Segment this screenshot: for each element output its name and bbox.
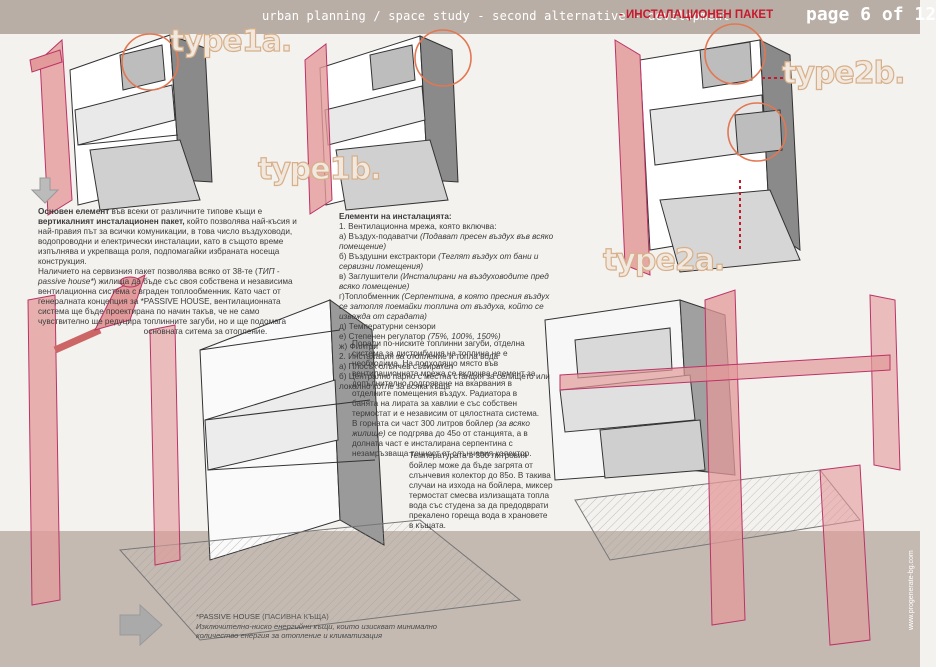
heating-text-2: се подгрява до 45о от станцията, а в дол… — [352, 429, 532, 458]
element-item-note: (75%, 100%, 150%) — [427, 332, 501, 341]
passive-title-bg: (ПАСИВНА КЪЩА) — [260, 612, 329, 621]
intro-text: Основен елемент във всеки от различните … — [38, 207, 303, 337]
passive-house-note: *PASSIVE HOUSE (ПАСИВНА КЪЩА) Изключител… — [196, 612, 456, 641]
passive-text: Изключително-ниско енергийни къщи, които… — [196, 621, 438, 641]
right-arrow-icon — [119, 603, 163, 647]
intro-text-4: ) жилища да бъде със своя собствена и не… — [38, 277, 293, 326]
page-indicator: page 6 of 12 — [806, 4, 936, 25]
element-item: г)Топлобменник (Серпентина, в която прес… — [339, 292, 554, 322]
building-type1a — [29, 34, 213, 216]
element-item: б) Централно парно с местна станция за с… — [339, 372, 554, 392]
installation-elements: Елементи на инсталацията: 1. Вентилацион… — [339, 212, 554, 392]
element-item-text: а) Плосък слънчев събирател — [339, 362, 454, 371]
label-type2b: type2b. — [781, 55, 906, 91]
element-item: д) Температурни сензори — [339, 322, 554, 332]
intro-italic: ТИП - passive house* — [38, 267, 280, 286]
element-item-text: ж) Филтри — [339, 342, 378, 351]
heating-italic: (за всяко жилище) — [352, 419, 530, 438]
element-item: б) Въздушни екстрактори (Теглят въздух о… — [339, 252, 554, 272]
building-passive-house — [118, 298, 522, 641]
element-item-text: б) Въздушни екстрактори — [339, 252, 439, 261]
intro-text-3: Наличието на сервизния пакет позволява в… — [38, 267, 258, 276]
element-item-text: 1. Вентилационна мрежа, която включва: — [339, 222, 497, 231]
down-arrow-icon — [30, 177, 60, 204]
elements-heading: Елементи на инсталацията: — [339, 212, 452, 221]
website-link[interactable]: www.progenerate-bg.com — [908, 550, 915, 630]
intro-bold-1: Основен елемент — [38, 207, 110, 216]
element-item: а) Въздух-подаватчи (Подават пресен възд… — [339, 232, 554, 252]
element-item-note: (Инсталирани на въздуховодите пред всяко… — [339, 272, 549, 291]
highlight-circle — [704, 23, 766, 85]
header-bar: urban planning / space study - second al… — [0, 0, 936, 34]
heating-text: Поради по-ниските топлинни загуби, отдел… — [352, 339, 542, 459]
intro-text-2: който позволява най-късия и най-правия п… — [38, 217, 297, 266]
building-type1b — [304, 35, 459, 215]
highlight-circle — [727, 102, 787, 162]
elements-list: 1. Вентилационна мрежа, която включва:а)… — [339, 222, 554, 392]
intro-bold-2: вертикалният инсталационен пакет, — [38, 217, 185, 226]
duct-pipe-right — [559, 289, 901, 646]
highlight-circle — [414, 29, 472, 87]
element-item-text: е) Степенен регулатор — [339, 332, 428, 341]
building-cutaway — [544, 299, 861, 561]
element-item: ж) Филтри — [339, 342, 554, 352]
heating-text-1: Поради по-ниските топлинни загуби, отдел… — [352, 339, 540, 428]
element-item: е) Степенен регулатор (75%, 100%, 150%) — [339, 332, 554, 342]
duct-pipe-left — [27, 274, 181, 606]
label-type1b: type1b. — [257, 151, 382, 187]
highlight-circle — [121, 33, 179, 91]
element-item-text: а) Въздух-подаватчи — [339, 232, 421, 241]
element-item: а) Плосък слънчев събирател — [339, 362, 554, 372]
element-item-text: в) Заглушители — [339, 272, 401, 281]
label-type2a: type2a. — [602, 242, 725, 278]
label-type1a: type1a. — [169, 23, 292, 59]
element-item-text: 2. Инсталация за отопление и топла вода — [339, 352, 499, 361]
element-item-text: г)Топлобменник — [339, 292, 402, 301]
element-item: 2. Инсталация за отопление и топла вода — [339, 352, 554, 362]
element-item-note: (Серпентина, в която пресния въздух се з… — [339, 292, 550, 321]
element-item-note: (Теглят въздух от бани и сервизни помеще… — [339, 252, 539, 271]
intro-text-1: във всеки от различните типове къщи е — [109, 207, 263, 216]
boiler-text: Температурата в 300 литровия бойлер може… — [409, 451, 553, 530]
element-item: 1. Вентилационна мрежа, която включва: — [339, 222, 554, 232]
element-item-text: д) Температурни сензори — [339, 322, 436, 331]
element-item-note: (Подават пресен въздух във всяко помещен… — [339, 232, 554, 251]
intro-text-5: основната ситема за отопление. — [143, 327, 268, 336]
page-subtitle: - ИНСТАЛАЦИОНЕН ПАКЕТ — [619, 9, 774, 21]
passive-title: *PASSIVE HOUSE — [196, 612, 261, 621]
page-title: urban planning / space study - second al… — [262, 9, 730, 23]
element-item: в) Заглушители (Инсталирани на въздухово… — [339, 272, 554, 292]
element-item-text: б) Централно парно с местна станция за с… — [339, 372, 550, 391]
